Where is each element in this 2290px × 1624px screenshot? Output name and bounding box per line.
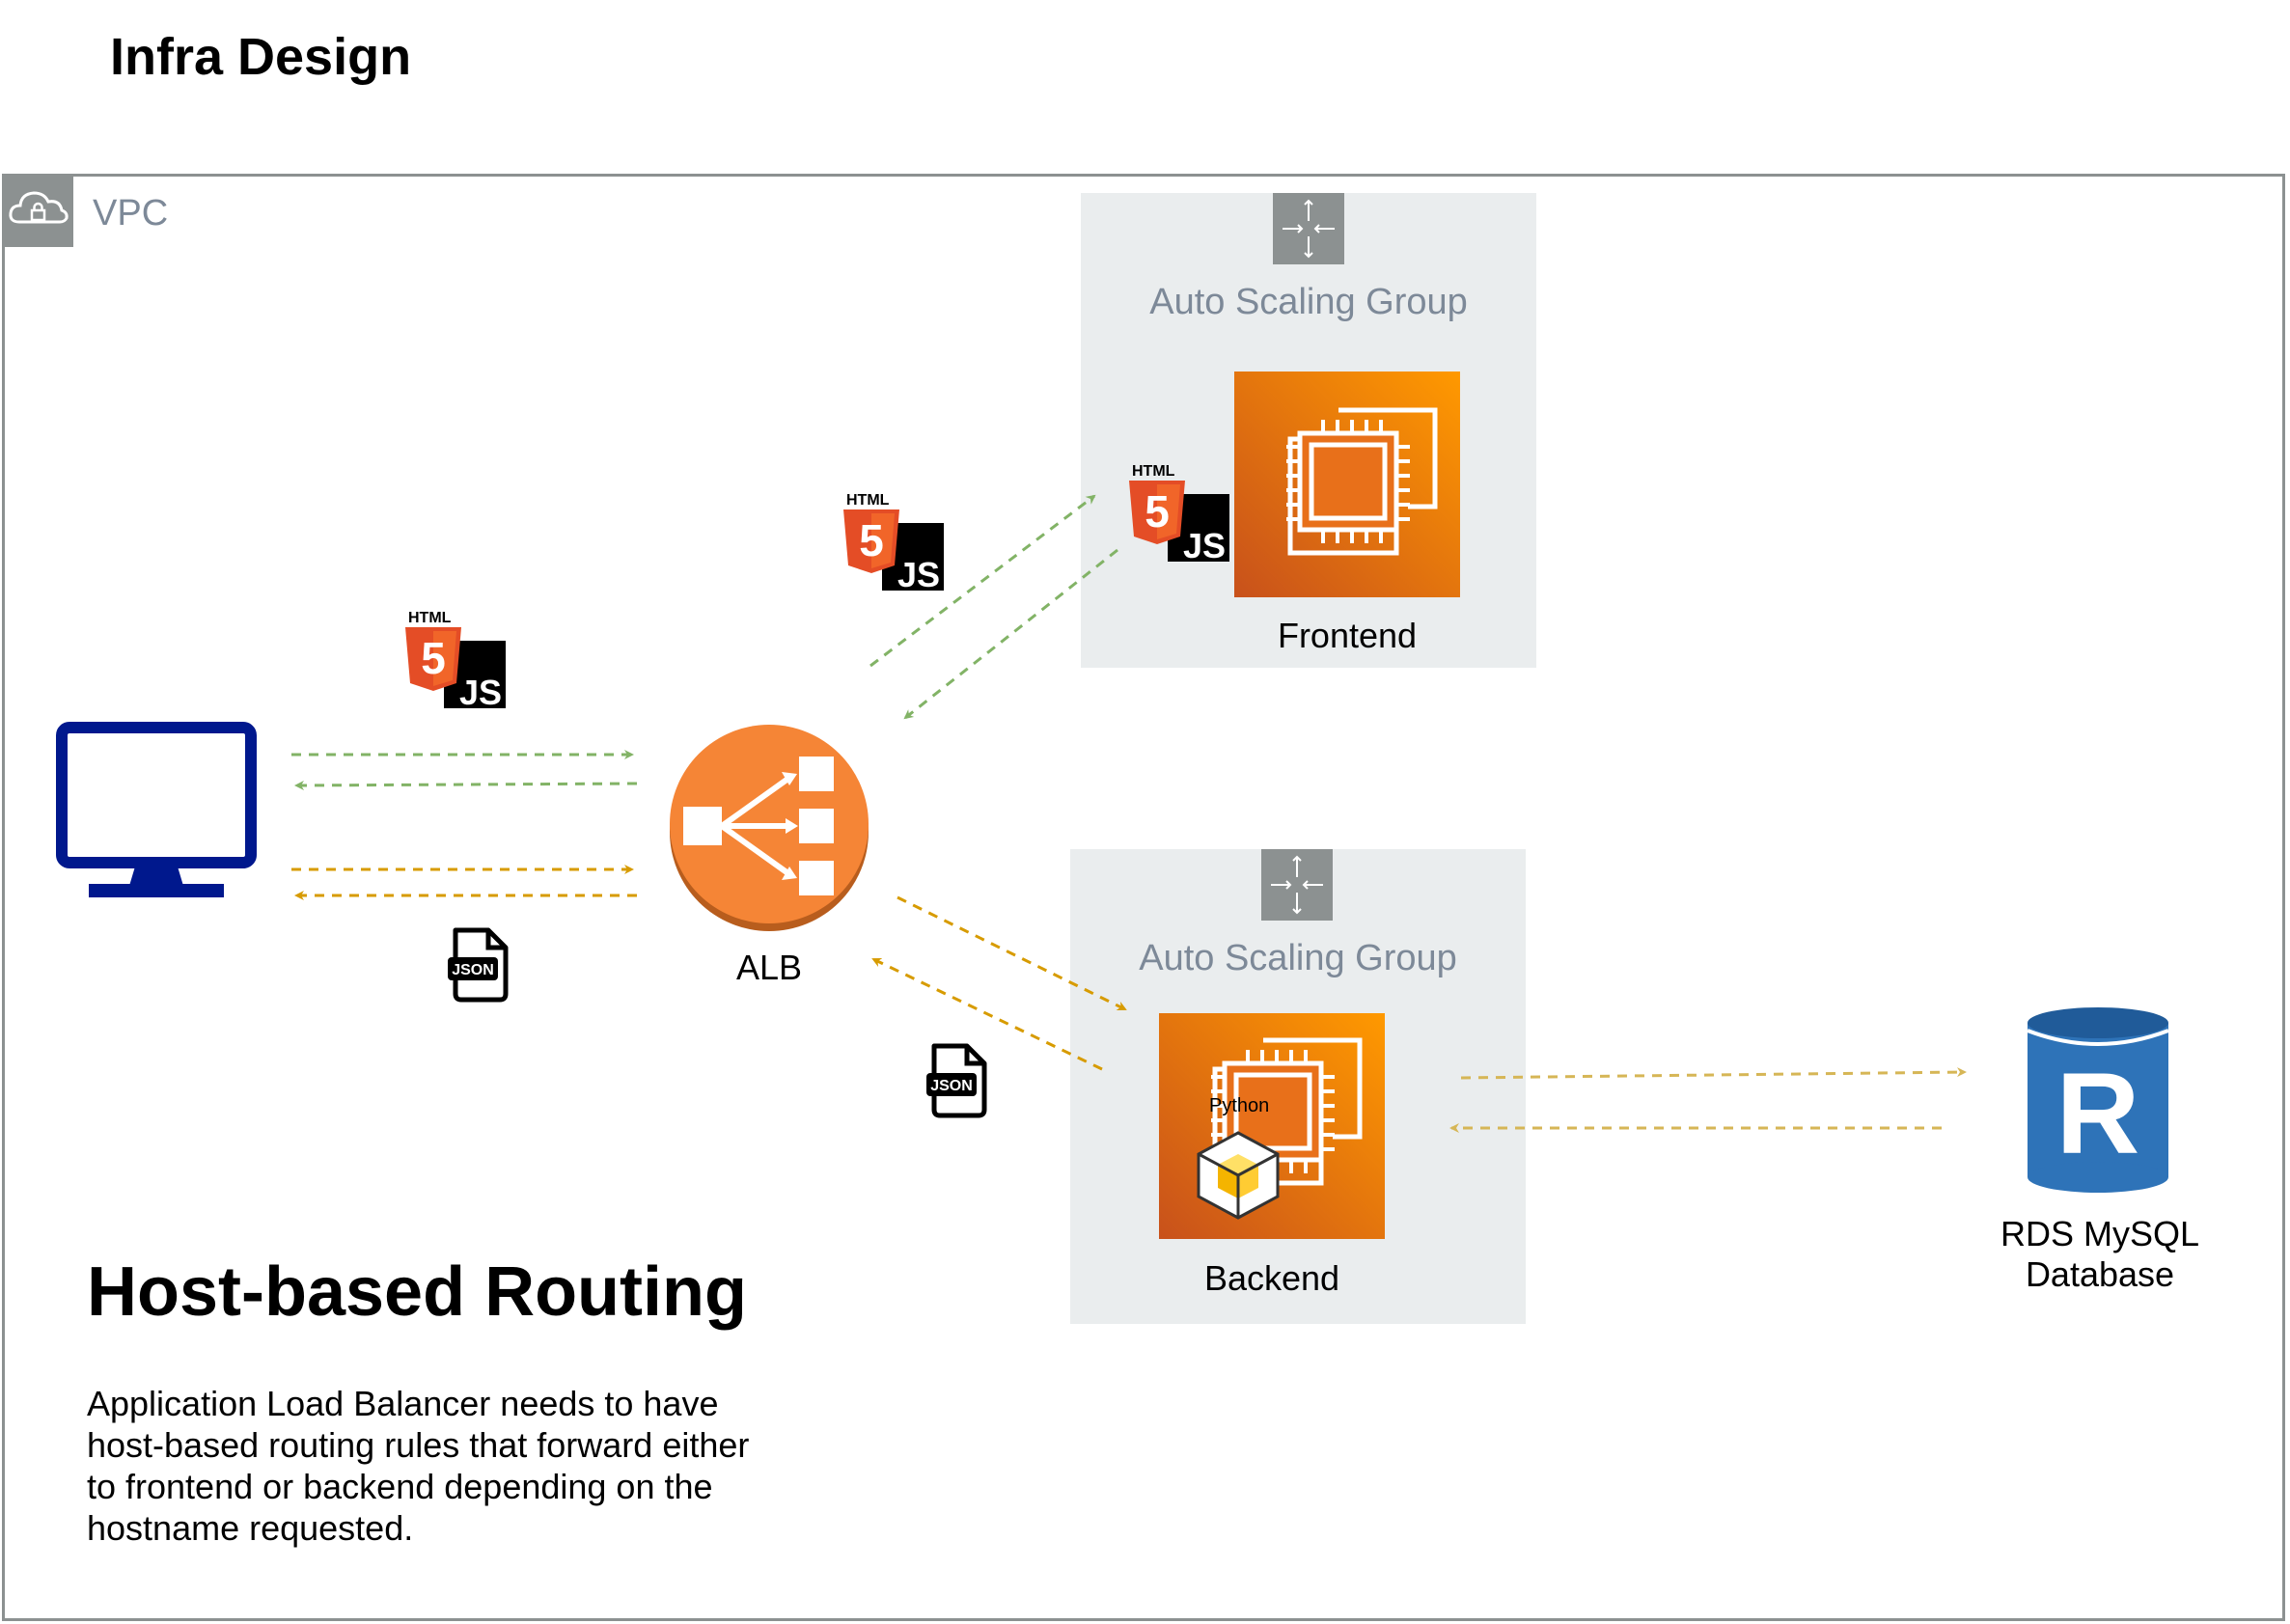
client-monitor-icon	[56, 722, 257, 899]
js-text: JS	[1183, 526, 1226, 565]
rds-letter: R	[2055, 1049, 2140, 1178]
js-text: JS	[459, 673, 502, 712]
json-text: JSON	[930, 1078, 973, 1094]
json-text: JSON	[452, 962, 494, 978]
html-text: HTML	[1132, 463, 1175, 480]
html5-digit: 5	[859, 515, 884, 565]
html5-digit: 5	[421, 633, 446, 683]
auto-scaling-icon	[1273, 193, 1344, 264]
html-js-badge-middle: JS HTML 5	[842, 490, 944, 594]
html-js-badge-frontend: JS HTML 5	[1127, 461, 1229, 565]
frontend-label: Frontend	[1277, 616, 1418, 655]
frontend-asg-label: Auto Scaling Group	[1149, 282, 1468, 322]
vpc-boundary	[2, 174, 2285, 1621]
html-text: HTML	[846, 492, 890, 509]
backend-label: Backend	[1203, 1258, 1340, 1298]
section-heading: Host-based Routing	[87, 1253, 747, 1331]
rds-label-line2: Database	[2025, 1254, 2175, 1294]
rds-label: RDS MySQL Database	[1969, 1214, 2231, 1295]
backend-ec2-instance	[1159, 1013, 1385, 1239]
rds-label-line1: RDS MySQL	[2000, 1214, 2200, 1253]
vpc-label: VPC	[93, 193, 169, 234]
rds-database-icon: R	[2024, 1004, 2172, 1197]
diagram-title: Infra Design	[110, 28, 412, 86]
json-file-icon-left: JSON	[446, 926, 511, 1004]
vpc-cloud-lock-icon	[2, 174, 73, 247]
frontend-ec2-instance	[1234, 372, 1460, 597]
html-js-badge-left: JS HTML 5	[403, 608, 506, 712]
json-file-icon-middle: JSON	[924, 1042, 990, 1119]
ec2-chip-icon	[1286, 407, 1438, 556]
alb-label: ALB	[735, 948, 803, 987]
python-runtime-label: Python	[1209, 1095, 1270, 1116]
backend-asg-label: Auto Scaling Group	[1139, 938, 1457, 978]
alb-load-balancer-icon	[666, 724, 872, 931]
description-text: Application Load Balancer needs to have …	[87, 1384, 750, 1548]
python-runtime-cube-icon	[1193, 1129, 1283, 1220]
js-text: JS	[897, 555, 940, 594]
html-text: HTML	[408, 610, 452, 626]
auto-scaling-icon	[1261, 849, 1333, 921]
html5-digit: 5	[1145, 486, 1170, 537]
